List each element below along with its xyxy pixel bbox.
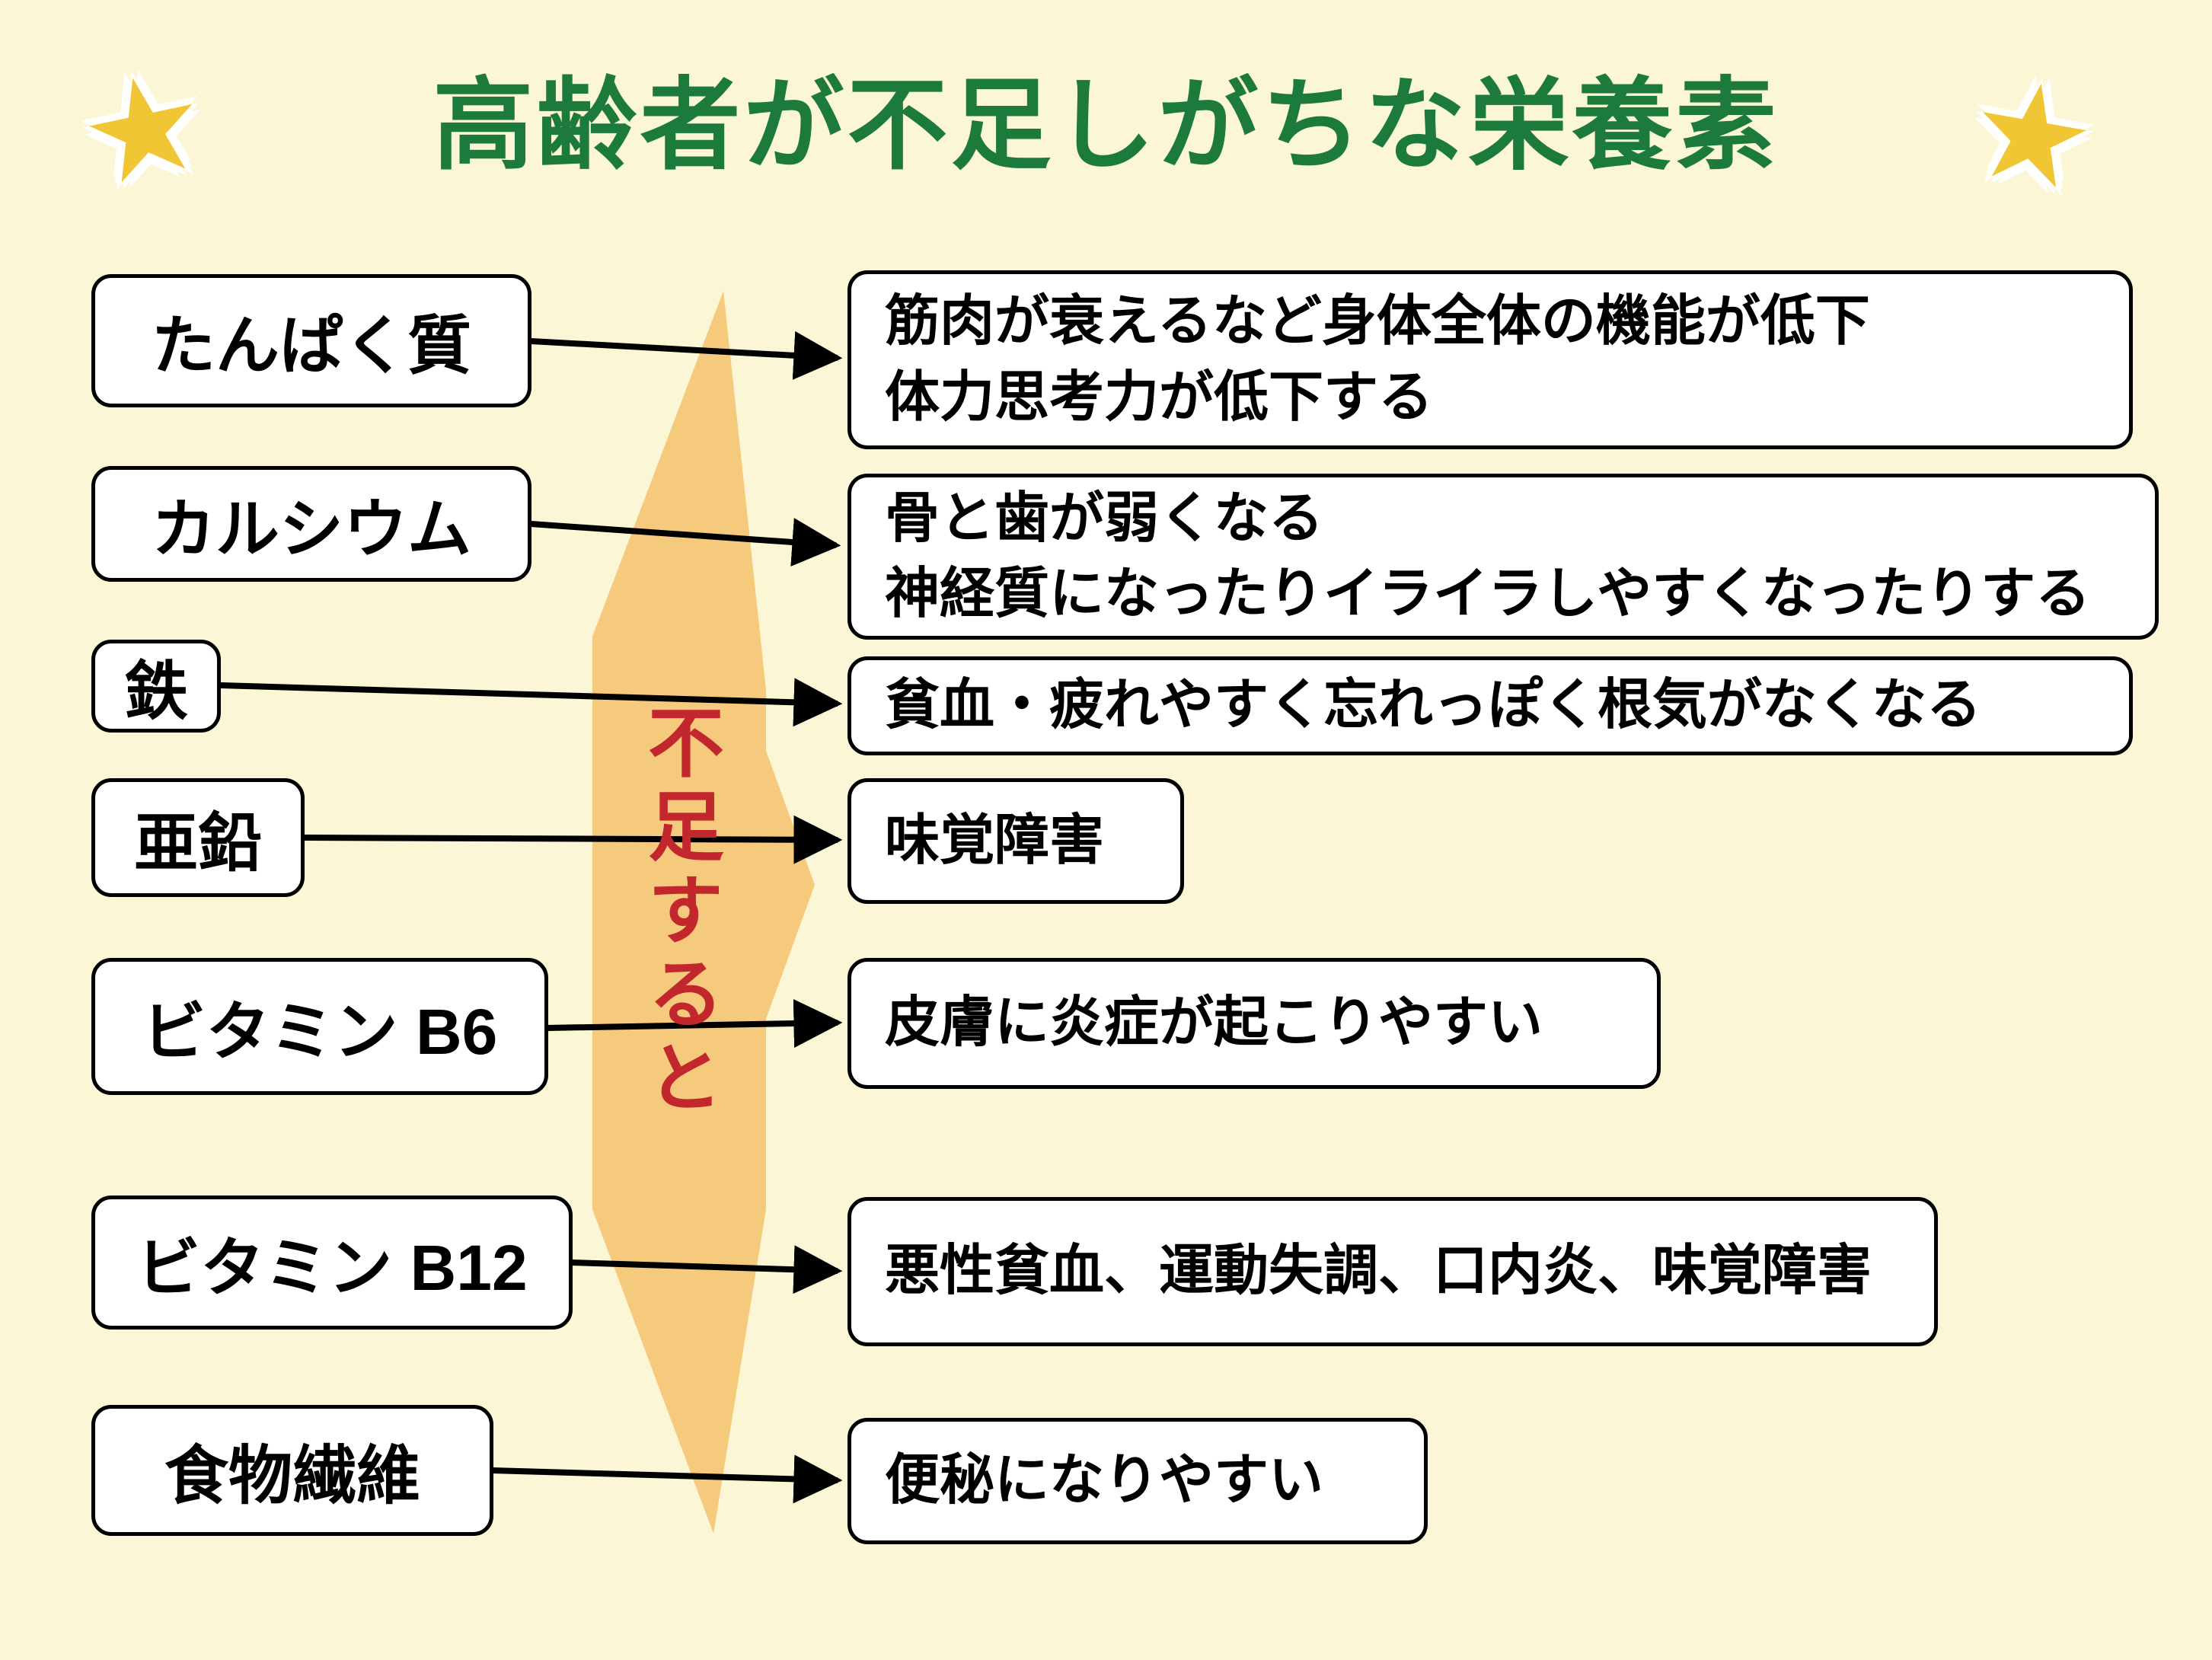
connector-arrow-dietary-fiber — [491, 1454, 843, 1504]
nutrient-label: たんぱく質 — [151, 310, 471, 381]
effect-box-vitamin-b6: 皮膚に炎症が起こりやすい — [847, 958, 1661, 1089]
effect-box-iron: 貧血・疲れやすく忘れっぽく根気がなくなる — [847, 656, 2133, 755]
effect-box-dietary-fiber: 便秘になりやすい — [847, 1418, 1428, 1544]
effect-box-zinc: 味覚障害 — [847, 778, 1184, 904]
connector-arrow-protein — [530, 330, 843, 380]
nutrient-box-vitamin-b12: ビタミン B12 — [91, 1196, 573, 1330]
deficiency-arrow-shape — [592, 291, 815, 1534]
effect-line: 体力思考力が低下する — [885, 366, 1434, 428]
nutrient-box-zinc: 亜鉛 — [91, 778, 305, 897]
effect-line: 悪性貧血、運動失調、口内炎、味覚障害 — [885, 1240, 1872, 1302]
effect-line: 神経質になったりイライラしやすくなったりする — [885, 563, 2091, 624]
connector-arrow-vitamin-b6 — [546, 999, 843, 1049]
connector-arrow-calcium — [530, 518, 841, 567]
nutrient-label: ビタミン B6 — [142, 995, 498, 1068]
deficiency-label: 不足すると — [636, 703, 722, 1122]
effect-line: 味覚障害 — [885, 809, 1105, 871]
effect-line: 筋肉が衰えるなど身体全体の機能が低下 — [885, 291, 1870, 353]
nutrient-box-protein: たんぱく質 — [91, 274, 531, 407]
nutrient-box-vitamin-b6: ビタミン B6 — [91, 958, 548, 1095]
effect-line: 便秘になりやすい — [885, 1450, 1324, 1512]
nutrient-box-dietary-fiber: 食物繊維 — [91, 1405, 493, 1536]
effect-box-protein: 筋肉が衰えるなど身体全体の機能が低下 体力思考力が低下する — [847, 270, 2133, 449]
effect-line: 貧血・疲れやすく忘れっぽく根気がなくなる — [885, 675, 1982, 736]
effect-line: 骨と歯が弱くなる — [885, 487, 1324, 549]
nutrient-box-calcium: カルシウム — [91, 466, 531, 582]
connector-arrow-zinc — [304, 815, 843, 864]
nutrient-label: ビタミン B12 — [136, 1231, 528, 1304]
effect-box-vitamin-b12: 悪性貧血、運動失調、口内炎、味覚障害 — [847, 1197, 1938, 1346]
page-title: 高齢者が不足しがちな栄養素 — [433, 69, 1779, 181]
nutrient-label: 亜鉛 — [133, 806, 262, 879]
nutrient-box-iron: 鉄 — [91, 640, 221, 733]
nutrient-label: 食物繊維 — [164, 1439, 420, 1512]
star-icon: ★ — [1958, 49, 2106, 222]
effect-line: 皮膚に炎症が起こりやすい — [885, 992, 1543, 1054]
connector-arrow-vitamin-b12 — [570, 1245, 843, 1294]
nutrient-label: カルシウム — [151, 493, 471, 565]
effect-box-calcium: 骨と歯が弱くなる 神経質になったりイライラしやすくなったりする — [847, 474, 2159, 640]
connector-arrow-iron — [220, 678, 843, 727]
nutrient-label: 鉄 — [123, 655, 188, 727]
